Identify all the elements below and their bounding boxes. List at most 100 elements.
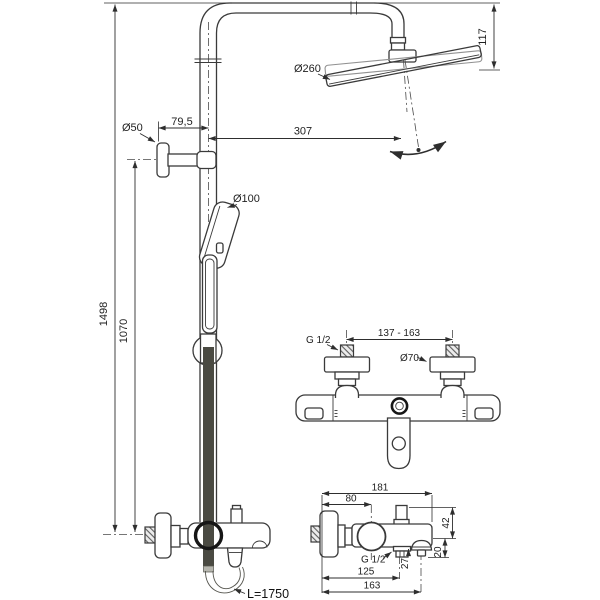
temperature-scale-ticks — [334, 410, 466, 417]
dim-outlet-depth: 125 — [321, 567, 400, 581]
side-nut-inner — [344, 527, 353, 546]
handshower-handle — [201, 254, 218, 334]
diverter-outlet — [226, 547, 244, 568]
left-inlet — [323, 344, 371, 387]
dim-spout-height: 20 — [428, 538, 449, 558]
side-handshower-outlet-flange — [392, 545, 412, 552]
swing-tilt-line — [404, 59, 419, 148]
dim-label-79-5: 79,5 — [171, 116, 192, 128]
dim-label-g12-side: G 1/2 — [361, 555, 386, 566]
side-temperature-knob — [356, 521, 387, 552]
dim-label-d100: Ø100 — [233, 193, 260, 205]
dim-label-163: 163 — [364, 581, 381, 592]
left-inlet-nut-upper — [334, 371, 360, 380]
dim-label-137-163: 137 - 163 — [378, 328, 421, 339]
dim-head-drop: 117 — [374, 2, 500, 71]
shower-hose — [203, 347, 214, 566]
valve-flange — [154, 512, 172, 559]
dim-bracket-height: 1070 — [118, 160, 138, 533]
temperature-knob-ring — [193, 520, 224, 551]
right-inlet-nut-lower — [443, 378, 462, 387]
left-handle-button — [304, 407, 324, 420]
dim-outlet-thread: G 1/2 — [361, 551, 392, 566]
left-inlet-bell — [334, 384, 360, 398]
dim-label-1498: 1498 — [98, 302, 110, 326]
left-escutcheon — [323, 356, 371, 373]
side-spout-nub — [416, 549, 427, 557]
side-flange — [319, 510, 339, 558]
pipe-outer-contour — [199, 2, 374, 522]
main-view: 1498 1070 Ø50 79,5 307 Ø260 117 — [98, 1, 500, 600]
dim-inlet-spacing: 137 - 163 — [346, 328, 453, 343]
dim-inlet-thread: G 1/2 — [306, 335, 339, 351]
spout-lip — [252, 540, 268, 548]
head-face-seam — [328, 54, 480, 85]
front-view: 137 - 163 G 1/2 Ø70 — [295, 328, 501, 470]
connector-nut-upper — [389, 36, 407, 44]
dim-label-80: 80 — [345, 494, 357, 505]
dim-label-1070: 1070 — [118, 319, 130, 343]
dim-spout-depth: 163 — [321, 581, 422, 595]
diverter-ring-inner — [395, 401, 404, 411]
left-inlet-nut-lower — [337, 378, 357, 387]
bracket-flange — [156, 142, 170, 178]
valve-nut-inner — [179, 527, 189, 545]
dim-label-g12-front: G 1/2 — [306, 335, 331, 346]
arm-downturn-outer — [373, 2, 405, 38]
dim-label-27: 27 — [400, 558, 411, 570]
swing-arrow — [389, 140, 447, 160]
side-top-outlet — [395, 504, 408, 521]
top-outlet — [230, 508, 243, 525]
dim-total-height: 1498 — [98, 2, 232, 533]
dim-handshower-diameter: Ø100 — [227, 193, 260, 208]
diverter-ring — [390, 397, 409, 415]
right-inlet-bell — [440, 384, 465, 398]
dim-knob-depth: 80 — [321, 494, 372, 508]
dim-hose-length: L=1750 — [233, 587, 289, 600]
right-escutcheon — [429, 356, 476, 373]
dim-head-diameter: Ø260 — [294, 63, 331, 80]
dim-label-20: 20 — [433, 546, 444, 558]
handshower-face-line — [203, 205, 221, 259]
wall-bracket — [156, 142, 217, 178]
valve-nut-outer — [170, 524, 181, 548]
handshower-handle-inner — [205, 258, 215, 330]
hose-end-fitting — [203, 565, 214, 573]
bracket-arm — [167, 153, 200, 167]
dim-label-181: 181 — [372, 483, 389, 494]
dim-label-117: 117 — [477, 28, 489, 46]
dim-label-d70: Ø70 — [400, 353, 419, 364]
connector-nut-lower — [390, 42, 406, 51]
riser-and-arm — [194, 1, 405, 522]
dim-label-d260: Ø260 — [294, 63, 321, 75]
left-inlet-thread — [339, 344, 355, 358]
dim-label-d50: Ø50 — [122, 122, 143, 134]
side-handshower-outlet-hex — [395, 550, 409, 558]
handshower-hook-tab — [215, 242, 224, 254]
bracket-collar — [196, 150, 217, 170]
right-inlet — [429, 344, 476, 387]
dim-body-height: 42 — [409, 507, 456, 539]
arm-downturn-inner — [369, 12, 393, 38]
right-inlet-nut-upper — [439, 371, 466, 380]
dim-label-307: 307 — [294, 126, 312, 138]
dim-label-125: 125 — [358, 567, 375, 578]
dim-escutcheon-diameter: Ø70 — [400, 353, 427, 364]
side-nut-outer — [337, 524, 346, 548]
spout-front — [386, 417, 411, 470]
swing-indicator — [389, 59, 447, 160]
dim-label-42: 42 — [441, 517, 452, 529]
swing-pivot-dot — [416, 148, 421, 152]
dim-head-projection: 307 — [208, 126, 402, 142]
right-handle-button — [474, 407, 494, 420]
pipe-inner-contour — [215, 12, 370, 522]
swing-axis-line — [403, 59, 408, 113]
dim-outlet-offset: 27 — [400, 548, 412, 570]
side-view: 181 80 42 20 27 G 1/2 125 — [310, 483, 456, 595]
dim-bracket-offset: 79,5 — [158, 116, 209, 142]
right-inlet-thread — [445, 344, 460, 358]
dim-bracket-diameter: Ø50 — [122, 122, 156, 143]
pipe-joint-marks — [194, 1, 357, 63]
